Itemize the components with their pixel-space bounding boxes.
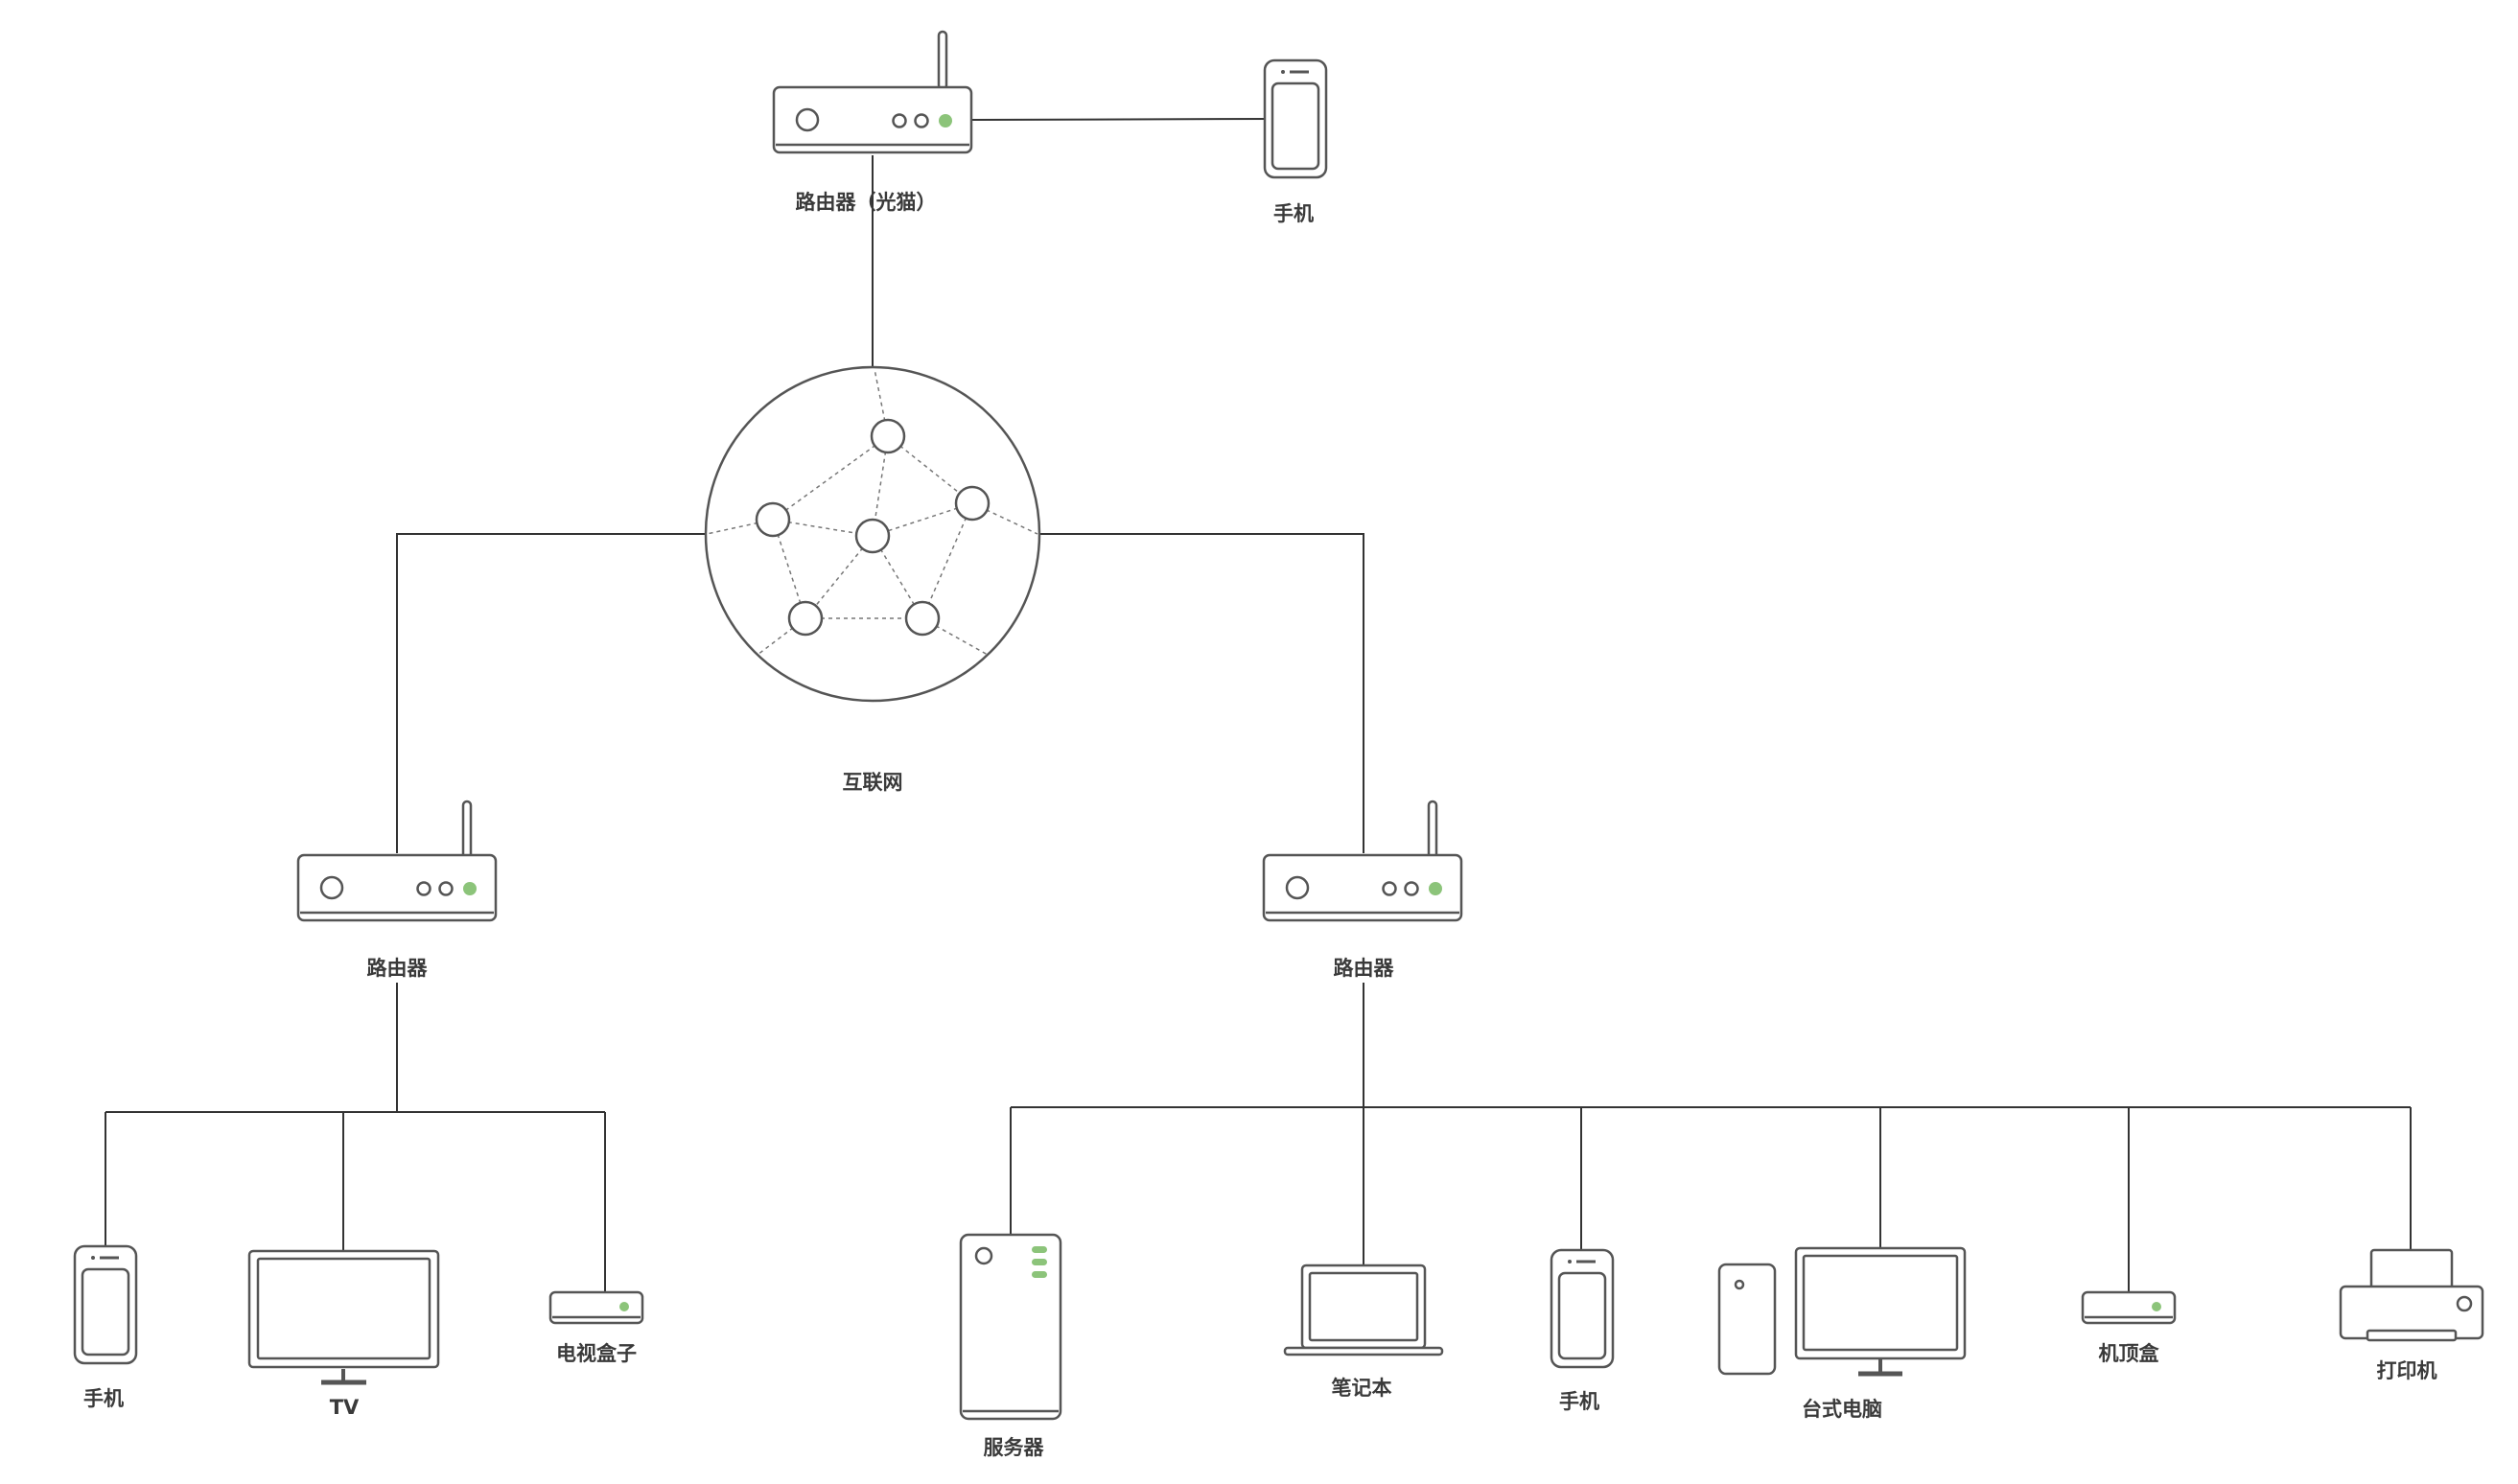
server-icon[interactable] <box>959 1233 1062 1421</box>
laptop-icon[interactable] <box>1283 1264 1444 1356</box>
tv-label: TV <box>329 1396 360 1419</box>
modem-router-icon[interactable] <box>772 30 973 154</box>
router-right-icon[interactable] <box>1262 800 1463 922</box>
link-internet-router-left <box>396 533 706 853</box>
printer-icon[interactable] <box>2339 1248 2484 1342</box>
phone-top-icon[interactable] <box>1263 58 1328 179</box>
desktop-label: 台式电脑 <box>1802 1398 1882 1421</box>
router-right-label: 路由器 <box>1333 957 1394 980</box>
phone-left-icon[interactable] <box>73 1244 138 1365</box>
phone-right-label: 手机 <box>1559 1390 1599 1413</box>
tv-icon[interactable] <box>247 1249 440 1385</box>
router-left-label: 路由器 <box>366 957 428 980</box>
phone-top-label: 手机 <box>1273 202 1314 225</box>
set-top-box-label: 机顶盒 <box>2098 1342 2159 1365</box>
phone-left-label: 手机 <box>83 1387 124 1410</box>
server-label: 服务器 <box>983 1436 1044 1459</box>
link-internet-router-right <box>1039 533 1364 853</box>
internet-label: 互联网 <box>842 771 903 794</box>
printer-label: 打印机 <box>2376 1359 2437 1382</box>
modem-label: 路由器（光猫） <box>795 191 937 214</box>
laptop-label: 笔记本 <box>1331 1377 1392 1400</box>
set-top-box-icon[interactable] <box>2081 1290 2177 1325</box>
tv-box-icon[interactable] <box>548 1290 644 1325</box>
connection-lines <box>105 118 2412 1292</box>
desktop-computer-icon[interactable] <box>1717 1246 1967 1377</box>
phone-right-icon[interactable] <box>1550 1248 1615 1369</box>
tv-box-label: 电视盒子 <box>556 1342 637 1365</box>
internet-cloud-icon[interactable] <box>704 365 1041 703</box>
link-modem-phone-top <box>965 118 1272 121</box>
router-left-icon[interactable] <box>296 800 498 922</box>
